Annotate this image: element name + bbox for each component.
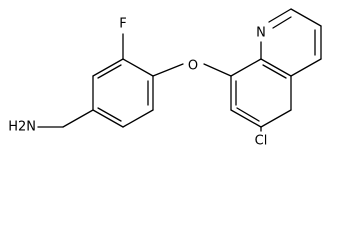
oxygen-label: O [188, 59, 198, 74]
fluorophenyl-ring [92, 58, 154, 128]
aminomethyl-group [37, 109, 94, 128]
fluorine-label: F [119, 17, 126, 32]
quinoline-pyridine-ring [260, 8, 322, 77]
ether-linkage [152, 63, 232, 77]
quinoline-benzo-ring [230, 58, 292, 128]
amine-label: H2N [8, 120, 36, 135]
nitrogen-label: N [256, 26, 266, 41]
chlorine-label: Cl [255, 134, 268, 149]
molecule-structure-diagram: H2N F O N Cl [8, 8, 322, 149]
